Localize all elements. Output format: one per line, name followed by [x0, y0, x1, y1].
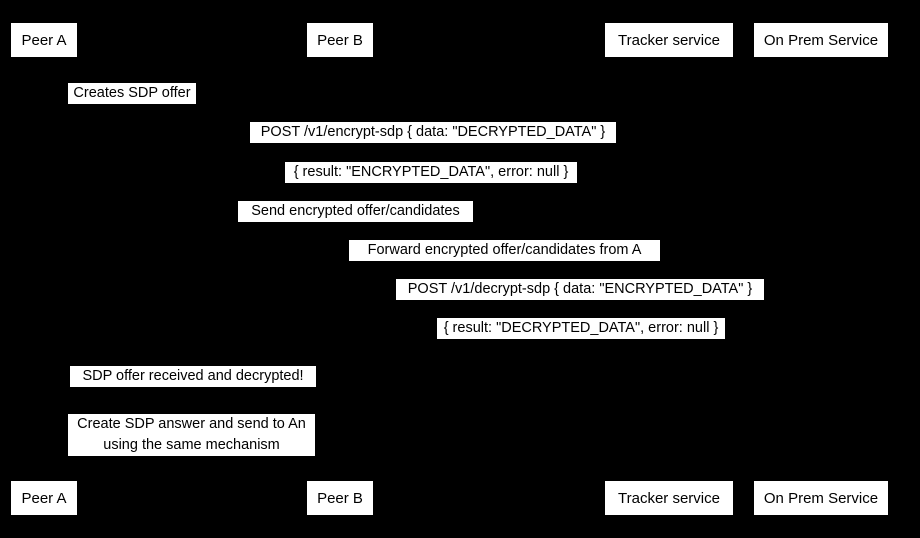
participant-footer-tracker-service[interactable]: Tracker service — [605, 481, 733, 515]
participant-label: Tracker service — [618, 489, 720, 507]
lifeline-peer-b — [340, 57, 341, 481]
participant-label: On Prem Service — [763, 31, 879, 49]
participant-label: Peer A — [21, 31, 67, 49]
participant-footer-on-prem-service[interactable]: On Prem Service — [754, 481, 888, 515]
note-create-sdp-answer[interactable]: Create SDP answer and send to An using t… — [68, 414, 315, 456]
lifeline-on-prem-service — [821, 57, 822, 481]
lifeline-tracker-service — [669, 57, 670, 481]
note-sdp-offer-received[interactable]: SDP offer received and decrypted! — [70, 366, 316, 387]
participant-header-peer-b[interactable]: Peer B — [307, 23, 373, 57]
participant-label: On Prem Service — [763, 489, 879, 507]
participant-header-tracker-service[interactable]: Tracker service — [605, 23, 733, 57]
message-label-post-encrypt-sdp[interactable]: POST /v1/encrypt-sdp { data: "DECRYPTED_… — [250, 122, 616, 143]
participant-header-on-prem-service[interactable]: On Prem Service — [754, 23, 888, 57]
participant-label: Peer B — [317, 489, 363, 507]
participant-label: Tracker service — [618, 31, 720, 49]
message-label-forward-encrypted-offer[interactable]: Forward encrypted offer/candidates from … — [349, 240, 660, 261]
message-label-post-decrypt-sdp[interactable]: POST /v1/decrypt-sdp { data: "ENCRYPTED_… — [396, 279, 764, 300]
message-label-encrypt-sdp-result[interactable]: { result: "ENCRYPTED_DATA", error: null … — [285, 162, 577, 183]
message-label-creates-sdp-offer[interactable]: Creates SDP offer — [68, 83, 196, 104]
lifeline-peer-a — [43, 57, 44, 481]
message-label-send-encrypted-offer[interactable]: Send encrypted offer/candidates — [238, 201, 473, 222]
participant-footer-peer-a[interactable]: Peer A — [11, 481, 77, 515]
participant-footer-peer-b[interactable]: Peer B — [307, 481, 373, 515]
participant-header-peer-a[interactable]: Peer A — [11, 23, 77, 57]
participant-label: Peer A — [21, 489, 67, 507]
participant-label: Peer B — [317, 31, 363, 49]
message-label-decrypt-sdp-result[interactable]: { result: "DECRYPTED_DATA", error: null … — [437, 318, 725, 339]
